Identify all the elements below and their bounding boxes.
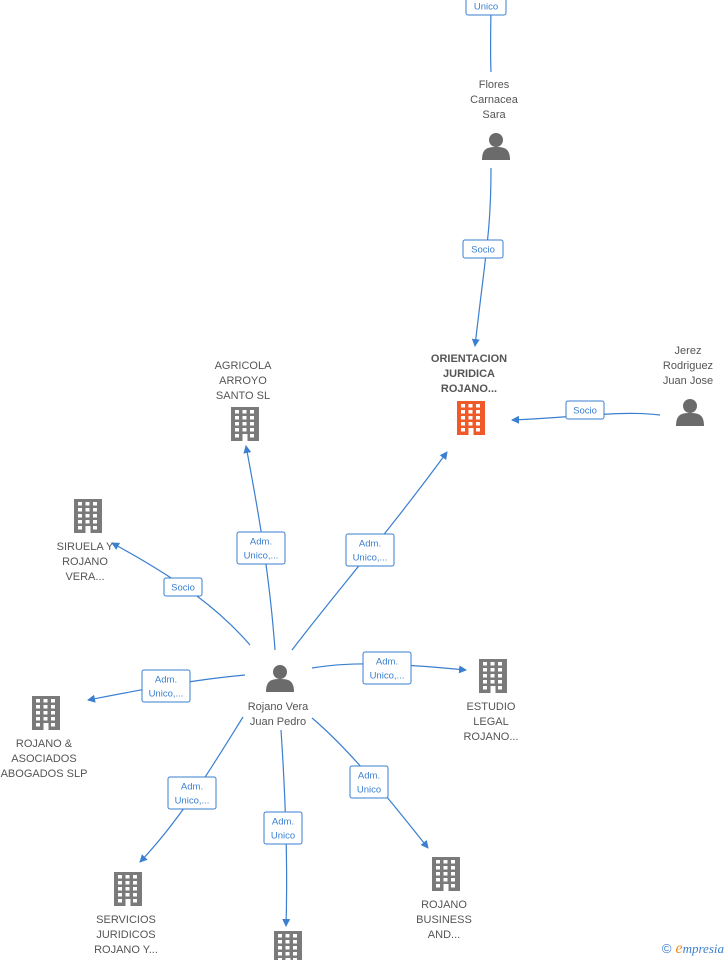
edge-tag-text: Unico,... <box>370 671 405 682</box>
building-icon <box>74 499 102 533</box>
person-icon <box>266 665 294 692</box>
building-icon <box>479 659 507 693</box>
node-label-line: ARROYO <box>219 375 267 387</box>
node-bottom[interactable] <box>274 931 302 960</box>
node-label-line: ROJANO... <box>463 731 518 743</box>
edge-tag-siruela[interactable]: Socio <box>163 577 203 597</box>
edge-tag-text: Socio <box>471 245 495 256</box>
edge-tag-box <box>349 765 389 799</box>
edge-tag-top[interactable]: Unico <box>465 0 507 16</box>
copyright-symbol: © <box>661 941 672 956</box>
empresia-logo: ©empresia <box>662 940 724 958</box>
person-icon <box>676 399 704 426</box>
person-icon <box>482 133 510 160</box>
edge-tag-jerez[interactable]: Socio <box>565 400 605 420</box>
edge-tag-text: Socio <box>171 583 195 594</box>
node-label-line: Jerez <box>675 345 702 357</box>
node-label-line: Carnacea <box>470 94 519 106</box>
node-label-line: Rojano Vera <box>248 701 309 713</box>
edge-tag-box <box>263 811 303 845</box>
edge-tag-flores[interactable]: Socio <box>462 239 504 259</box>
node-label-line: JURIDICA <box>443 368 495 380</box>
edge-tag-bottom[interactable]: Adm. Unico <box>263 811 303 845</box>
edge-tag-box <box>167 776 217 810</box>
node-label-line: Sara <box>482 109 506 121</box>
node-label-line: AGRICOLA <box>215 360 273 372</box>
edge-tag-business[interactable]: Adm. Unico <box>349 765 389 799</box>
node-label-line: JURIDICOS <box>96 929 155 941</box>
edge-tag-box <box>141 669 191 703</box>
edge-tag-box <box>565 400 605 420</box>
edge-tag-estudio[interactable]: Adm. Unico,... <box>362 651 412 685</box>
edge-tag-box <box>345 533 395 567</box>
node-label-line: ORIENTACION <box>431 353 507 365</box>
edge-tag-text: Unico,... <box>244 551 279 562</box>
node-label-line: ROJANO <box>421 899 467 911</box>
edge-tag-text: Unico,... <box>149 689 184 700</box>
node-rojano-asociados[interactable]: ROJANO & ASOCIADOS ABOGADOS SLP <box>1 696 88 780</box>
node-label-line: AND... <box>428 929 460 941</box>
building-icon <box>32 696 60 730</box>
node-siruela[interactable]: SIRUELA Y ROJANO VERA... <box>57 499 114 583</box>
node-label-line: ASOCIADOS <box>11 753 76 765</box>
node-label-line: Flores <box>479 79 510 91</box>
edge-tag-text: Unico,... <box>175 796 210 807</box>
edge-tag-box <box>362 651 412 685</box>
edge-tag-text: Adm. <box>358 771 380 782</box>
node-orientacion[interactable]: ORIENTACION JURIDICA ROJANO... <box>431 353 507 435</box>
edge-tag-orientacion[interactable]: Adm. Unico,... <box>345 533 395 567</box>
building-icon <box>231 407 259 441</box>
edge-tag-agricola[interactable]: Adm. Unico,... <box>236 531 286 565</box>
node-servicios[interactable]: SERVICIOS JURIDICOS ROJANO Y... <box>94 872 158 956</box>
node-label-line: ROJANO & <box>16 738 73 750</box>
node-label-line: VERA... <box>65 571 104 583</box>
brand-name: mpresia <box>682 941 724 956</box>
edge-tag-text: Adm. <box>376 657 398 668</box>
edge-tag-asociados[interactable]: Adm. Unico,... <box>141 669 191 703</box>
edge-tag-text: Unico <box>271 831 295 842</box>
node-label-line: ROJANO... <box>441 383 497 395</box>
building-icon <box>274 931 302 960</box>
node-label-line: SANTO SL <box>216 390 270 402</box>
node-label-line: Juan Jose <box>663 375 713 387</box>
edge-tag-text: Unico,... <box>353 553 388 564</box>
node-label-line: Juan Pedro <box>250 716 306 728</box>
node-label-line: ESTUDIO <box>467 701 516 713</box>
edge-tag-text: Socio <box>573 406 597 417</box>
node-estudio[interactable]: ESTUDIO LEGAL ROJANO... <box>463 659 519 743</box>
building-icon <box>457 401 485 435</box>
node-label-line: ABOGADOS SLP <box>1 768 88 780</box>
edge-tag-text: Adm. <box>359 539 381 550</box>
edge-tag-text: Adm. <box>155 675 177 686</box>
node-label-line: SERVICIOS <box>96 914 156 926</box>
edge-tag-box <box>163 577 203 597</box>
node-label-line: SIRUELA Y <box>57 541 114 553</box>
building-icon <box>432 857 460 891</box>
edge-tag-box <box>236 531 286 565</box>
edge-tag-servicios[interactable]: Adm. Unico,... <box>167 776 217 810</box>
edge-tag-text: Adm. <box>250 537 272 548</box>
node-label-line: ROJANO Y... <box>94 944 158 956</box>
edge-tag-box <box>465 0 507 16</box>
edge-tag-text: Adm. <box>272 817 294 828</box>
node-business[interactable]: ROJANO BUSINESS AND... <box>416 857 472 941</box>
edge-tag-text: Adm. <box>181 782 203 793</box>
node-agricola[interactable]: AGRICOLA ARROYO SANTO SL <box>215 360 273 441</box>
edge-tag-text: Unico <box>357 785 381 796</box>
brand-initial: e <box>675 940 683 957</box>
building-icon <box>114 872 142 906</box>
node-label-line: LEGAL <box>473 716 508 728</box>
node-label-line: Rodriguez <box>663 360 713 372</box>
edge-tag-text: Unico <box>474 2 498 13</box>
node-label-line: ROJANO <box>62 556 108 568</box>
node-label-line: BUSINESS <box>416 914 472 926</box>
edge-tag-box <box>462 239 504 259</box>
